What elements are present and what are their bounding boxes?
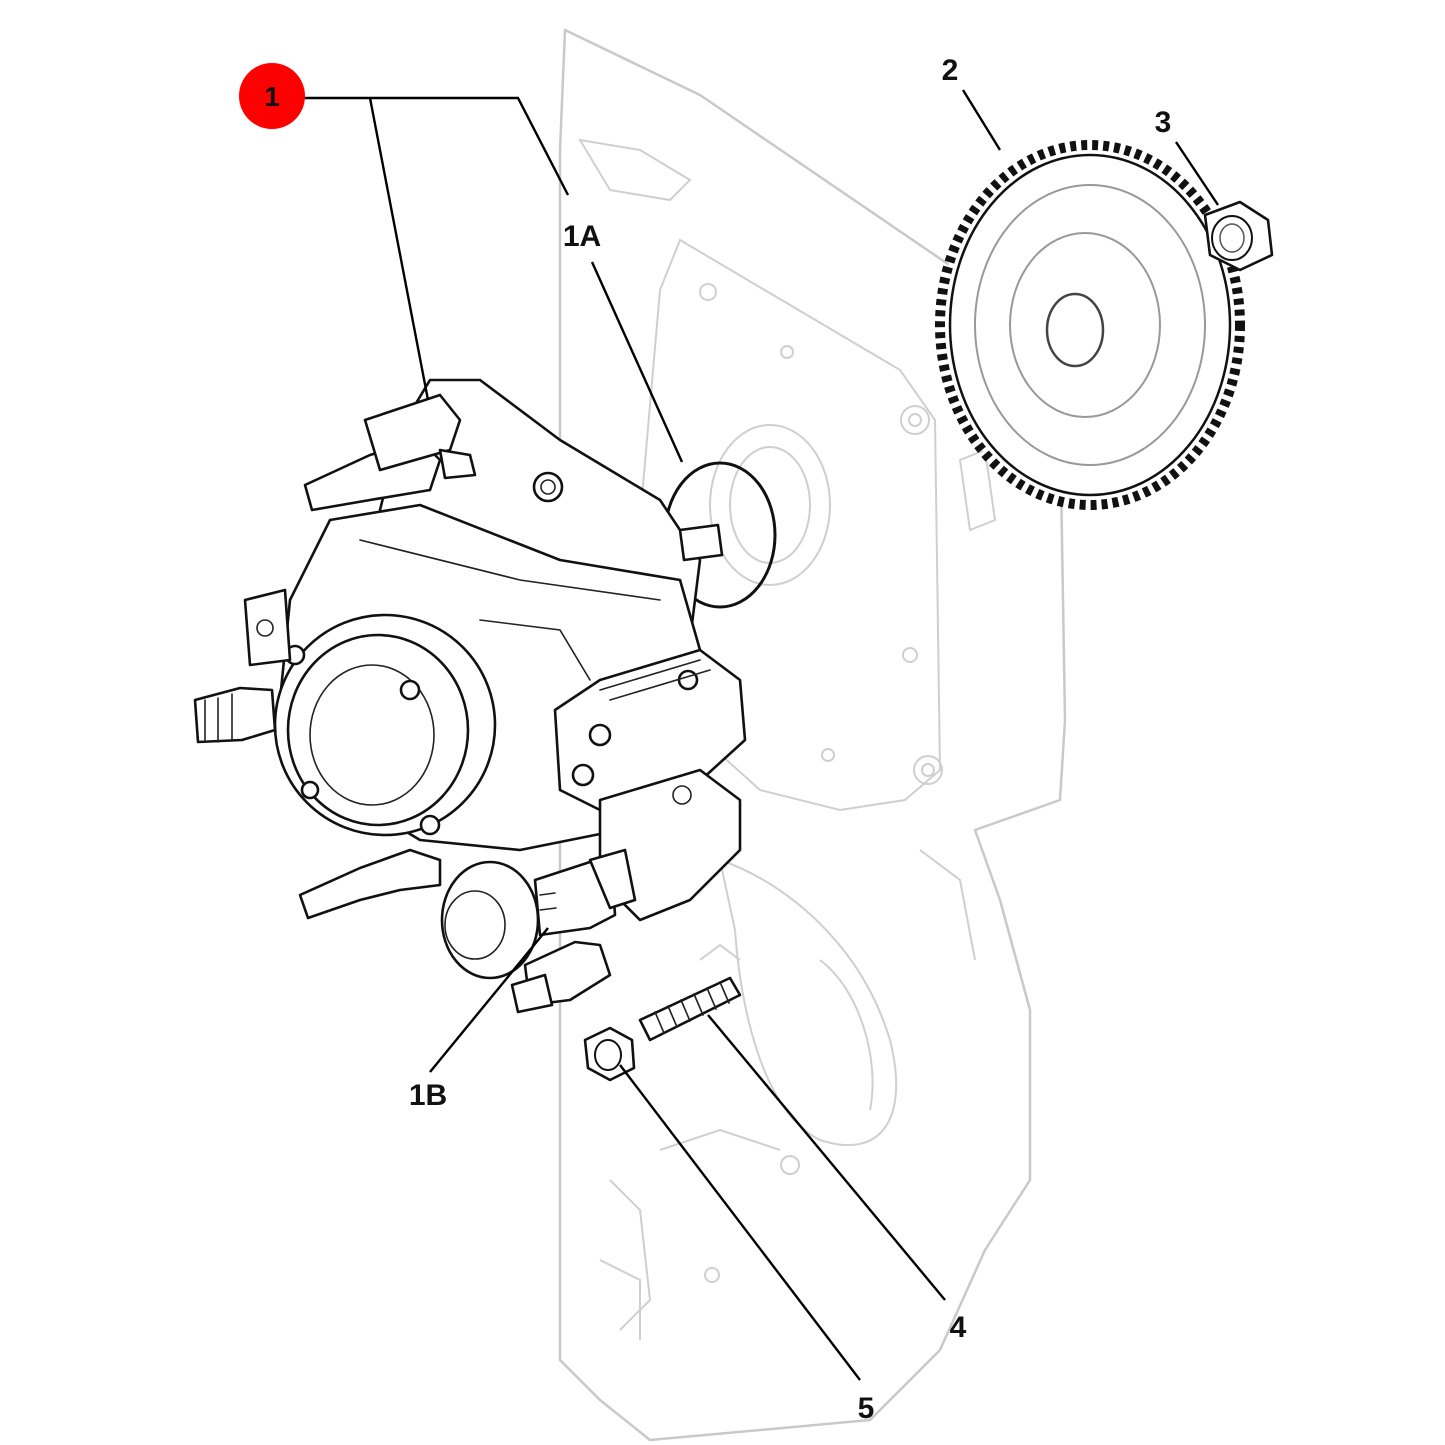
leader-line-3: [1175, 141, 1219, 206]
solenoid-sensor-part: [440, 848, 637, 1014]
stud-part-4: [638, 976, 742, 1042]
callout-3-label: 3: [1155, 106, 1172, 139]
leader-lines: [303, 89, 1219, 1381]
callout-5-label: 5: [858, 1392, 875, 1425]
callout-1-badge: [239, 63, 305, 129]
leader-line-2: [961, 89, 1002, 151]
callout-1a-label: 1A: [563, 220, 601, 253]
callout-1: 1: [239, 63, 305, 129]
leader-line-1: [303, 96, 570, 196]
callout-1b-label: 1B: [409, 1079, 447, 1112]
leader-line-1-branch: [368, 97, 430, 401]
fuel-pump-assembly: [193, 378, 747, 922]
leader-line-1a: [590, 261, 684, 463]
leader-line-5: [619, 1064, 861, 1381]
leader-line-4: [707, 1014, 946, 1301]
callout-1-label: 1: [264, 81, 280, 112]
callout-2-label: 2: [942, 54, 959, 87]
callout-4-label: 4: [950, 1311, 967, 1344]
nut-part-3: [1203, 200, 1274, 272]
gear-part: [935, 140, 1245, 510]
leader-line-1b: [429, 927, 549, 1073]
engine-housing: [558, 28, 1067, 1442]
